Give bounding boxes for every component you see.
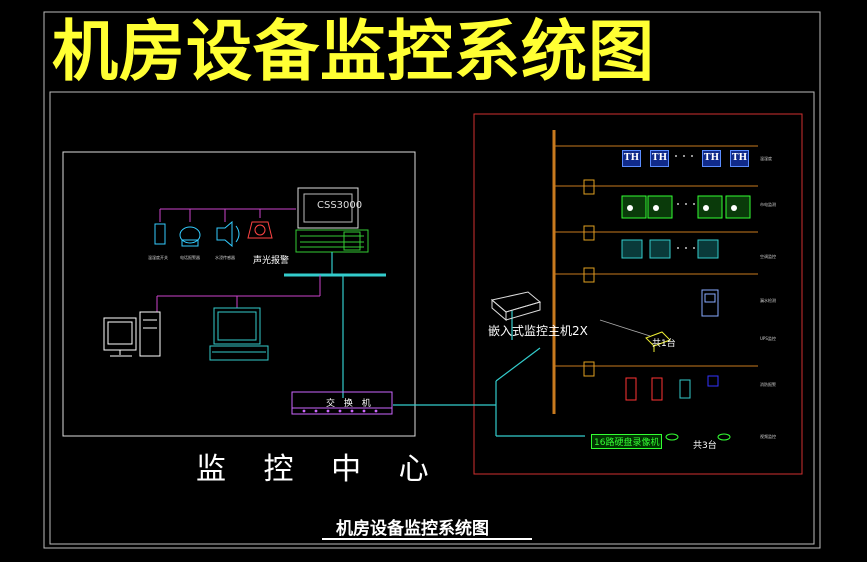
main-title: 机房设备监控系统图 xyxy=(52,13,655,90)
svg-text:空调监控: 空调监控 xyxy=(760,253,776,259)
equipment-panel xyxy=(473,113,803,475)
svg-text:温湿度: 温湿度 xyxy=(760,155,772,161)
css-software-label: CSS3000 xyxy=(317,200,363,211)
sound-light-alarm-label: 声光报警 xyxy=(253,256,290,266)
pc-cyan xyxy=(209,307,269,361)
svg-text:温湿度开关: 温湿度开关 xyxy=(148,254,168,260)
svg-text:漏水检测: 漏水检测 xyxy=(760,297,776,303)
network-switch xyxy=(291,391,393,415)
ups-sensor xyxy=(645,331,671,352)
switch-label: 交 换 机 xyxy=(326,399,374,409)
th-sensor-2: TH xyxy=(650,150,669,167)
bottom-title: 机房设备监控系统图 xyxy=(336,519,489,539)
svg-text:水浸传感器: 水浸传感器 xyxy=(215,254,235,260)
ups-count-label: 共1台 xyxy=(652,339,676,349)
monitor-workstation xyxy=(295,187,369,253)
monitoring-center-label: 监 控 中 心 xyxy=(196,452,443,487)
camera-count-label: 共3台 xyxy=(693,441,717,451)
client-bus xyxy=(156,275,321,312)
green-devices xyxy=(621,195,751,219)
embedded-host-label: 嵌入式监控主机2X xyxy=(488,324,588,338)
alarm-bus xyxy=(159,208,296,222)
th-sensor-4: TH xyxy=(730,150,749,167)
th-sensor-1: TH xyxy=(622,150,641,167)
cyan-devices xyxy=(621,239,719,259)
security-devices xyxy=(625,375,719,401)
bus-branches xyxy=(554,145,758,367)
outer-frame xyxy=(43,11,821,549)
embedded-host xyxy=(490,291,542,322)
svg-text:UPS监控: UPS监控 xyxy=(760,335,776,341)
pc-white xyxy=(103,311,161,357)
bottom-title-underline xyxy=(322,538,532,540)
drawing-border xyxy=(49,91,815,545)
ups-cabinet xyxy=(701,289,719,317)
svg-text:视频监控: 视频监控 xyxy=(760,433,776,439)
th-sensor-3: TH xyxy=(702,150,721,167)
cameras xyxy=(665,433,731,441)
network-lines xyxy=(284,252,585,437)
sensor-modules xyxy=(583,179,595,377)
monitoring-center-box xyxy=(62,151,416,437)
dvr-label: 16路硬盘录像机 xyxy=(591,434,663,449)
alarm-devices xyxy=(154,220,273,248)
svg-text:电话报警器: 电话报警器 xyxy=(180,254,200,260)
svg-text:消防报警: 消防报警 xyxy=(760,381,776,387)
svg-text:市电监测: 市电监测 xyxy=(760,201,776,207)
